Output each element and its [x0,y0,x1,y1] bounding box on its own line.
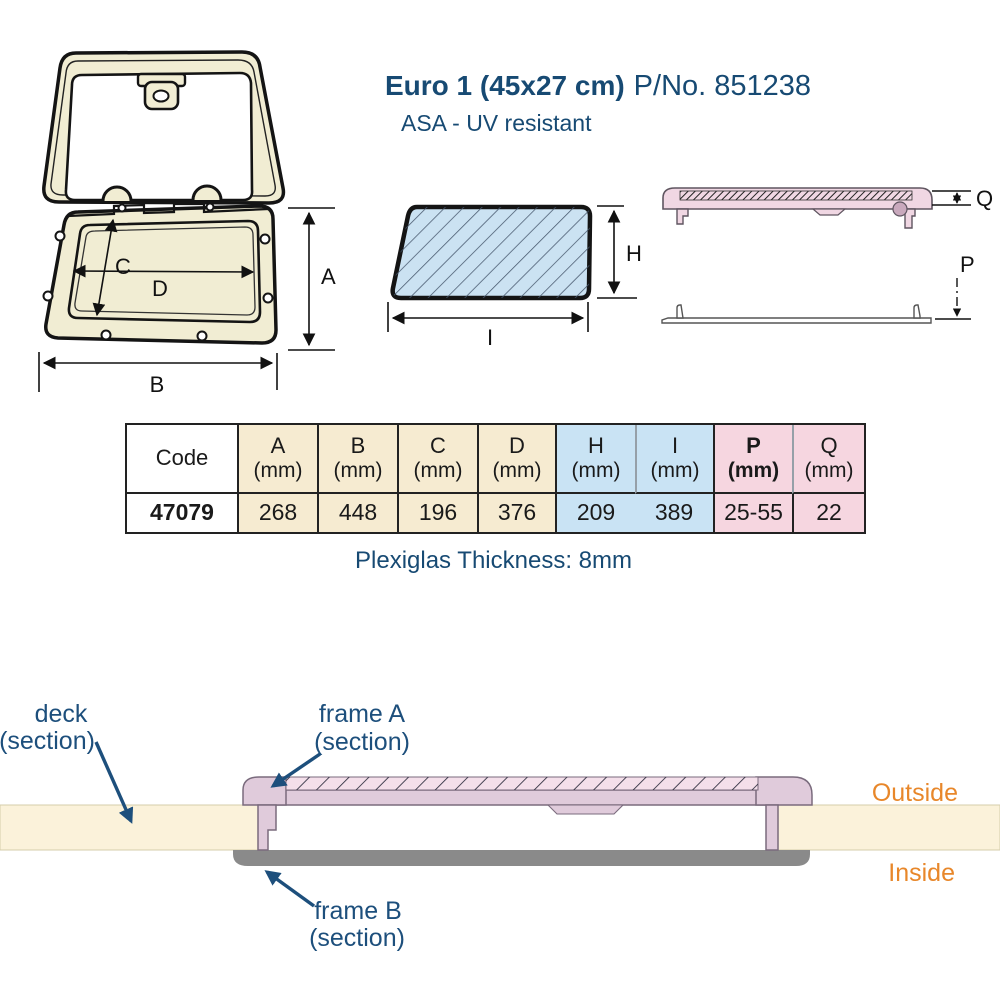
table-header-i: I(mm) [635,425,713,494]
frame-b-label-line2: (section) [309,924,405,952]
table-cell-a: 268 [237,494,317,532]
deck-label-line1: deck [35,700,88,728]
table-header-a: A(mm) [237,425,317,494]
table-cell-code: 47079 [127,494,237,532]
open-hatch-drawing: C D A B [38,50,336,397]
table-cell-c: 196 [397,494,477,532]
dim-label-c: C [115,254,131,279]
frame-a-left-leg [257,804,277,851]
dim-label-b: B [150,372,165,397]
frame-b-flange [233,850,810,866]
part-number: P/No. 851238 [633,70,812,102]
handle-recess [546,804,625,815]
dim-label-q: Q [976,186,993,211]
frame-b-profile [661,317,932,324]
frame-a-arrow [270,752,321,788]
frame-b-label-line1: frame B [314,897,402,925]
table-cell-b: 448 [317,494,397,532]
product-model: Euro 1 (45x27 cm) [385,70,625,101]
material-subtitle: ASA - UV resistant [401,110,592,136]
table-cell-p: 25-55 [713,494,792,532]
table-cell-q: 22 [792,494,864,532]
hinge-right [191,184,223,201]
table-cell-h: 209 [555,494,635,532]
table-header-b: B(mm) [317,425,397,494]
deck-label-line2: (section) [0,727,95,755]
frame-a-left-leg [676,208,689,225]
inside-label: Inside [888,859,955,887]
deck-section-left [0,804,259,851]
frame-a-section [242,776,813,851]
note-plexiglas-thickness: Plexiglas Thickness: 8mm [355,547,632,574]
table-header-p: P(mm) [713,425,792,494]
table-header-code: Code [127,425,237,494]
frame-a-right-leg [904,208,916,229]
dim-label-i: I [487,325,493,350]
table-cell-d: 376 [477,494,555,532]
hinge-pin [892,201,908,217]
plexiglas-pane-drawing: H I [387,204,642,350]
dim-label-d: D [152,276,168,301]
table-header-d: D(mm) [477,425,555,494]
frame-a-label-line1: frame A [319,700,405,728]
deck-section-right [777,804,1000,851]
hinge-left [101,185,133,202]
frame-a-right-corner [755,776,813,806]
dim-label-a: A [321,264,336,289]
gasket-hatch-strip [679,190,913,201]
table-header-h: H(mm) [555,425,635,494]
dim-label-p: P [960,252,975,277]
hinge-step-edge [67,202,269,218]
latch-hole [152,89,170,103]
handle-recess [811,208,847,216]
lid-band [261,789,779,806]
frame-b-right-tab [913,304,921,319]
hatch-lid-window [64,71,254,202]
outside-label: Outside [872,779,958,807]
deck-arrow [94,741,134,824]
table-header-c: C(mm) [397,425,477,494]
frame-a-label-line2: (section) [314,728,410,756]
frame-b-left-tab [676,304,684,319]
side-profile-drawing: Q P [661,186,993,324]
table-cell-i: 389 [635,494,713,532]
installation-section-diagram: deck (section) frame A (section) frame B… [0,700,1000,952]
table-header-q: Q(mm) [792,425,864,494]
page-title: Euro 1 (45x27 cm) P/No. 851238 [385,70,811,103]
screw-holes [42,202,274,342]
frame-b-arrow [264,870,315,908]
frame-a-right-leg [765,804,779,851]
dim-line-d [72,264,255,279]
dim-label-h: H [626,241,642,266]
spec-table: Code A(mm) B(mm) C(mm) D(mm) H(mm) I(mm)… [125,423,866,534]
